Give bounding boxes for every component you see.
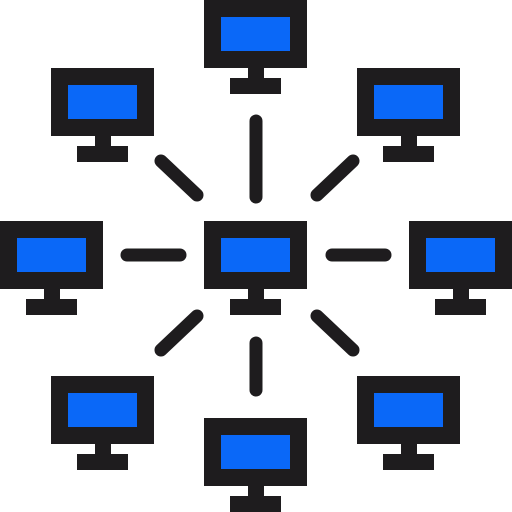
- monitor-screen: [68, 393, 137, 427]
- monitor-neck: [401, 444, 417, 454]
- monitor-screen: [221, 238, 290, 272]
- monitor-top-left: [51, 68, 154, 162]
- monitor-bottom-right: [357, 376, 460, 470]
- monitor-base: [26, 299, 77, 315]
- monitor-base: [435, 299, 486, 315]
- monitor-top-right: [357, 68, 460, 162]
- monitor-top: [204, 0, 307, 94]
- monitor-base: [230, 299, 281, 315]
- monitor-screen: [17, 238, 86, 272]
- center-monitor: [204, 221, 307, 315]
- monitor-base: [77, 454, 128, 470]
- monitor-screen: [221, 17, 290, 51]
- connection-line: [310, 154, 360, 202]
- monitor-neck: [248, 68, 264, 78]
- monitor-screen: [221, 435, 290, 469]
- monitor-base: [230, 496, 281, 512]
- monitor-neck: [248, 486, 264, 496]
- monitor-base: [230, 78, 281, 94]
- monitor-bottom: [204, 418, 307, 512]
- monitor-neck: [44, 289, 60, 299]
- monitor-base: [383, 146, 434, 162]
- connection-line: [310, 309, 360, 357]
- monitor-neck: [401, 136, 417, 146]
- monitor-screen: [374, 393, 443, 427]
- monitor-neck: [95, 136, 111, 146]
- connection-line: [154, 309, 204, 357]
- monitor-screen: [426, 238, 495, 272]
- monitor-bottom-left: [51, 376, 154, 470]
- monitor-neck: [453, 289, 469, 299]
- connection-line: [154, 154, 204, 202]
- monitor-base: [383, 454, 434, 470]
- monitor-screen: [374, 85, 443, 119]
- connection-lines: [120, 114, 392, 397]
- monitor-base: [77, 146, 128, 162]
- monitor-neck: [248, 289, 264, 299]
- monitor-right: [409, 221, 512, 315]
- monitor-screen: [68, 85, 137, 119]
- monitor-neck: [95, 444, 111, 454]
- monitor-left: [0, 221, 103, 315]
